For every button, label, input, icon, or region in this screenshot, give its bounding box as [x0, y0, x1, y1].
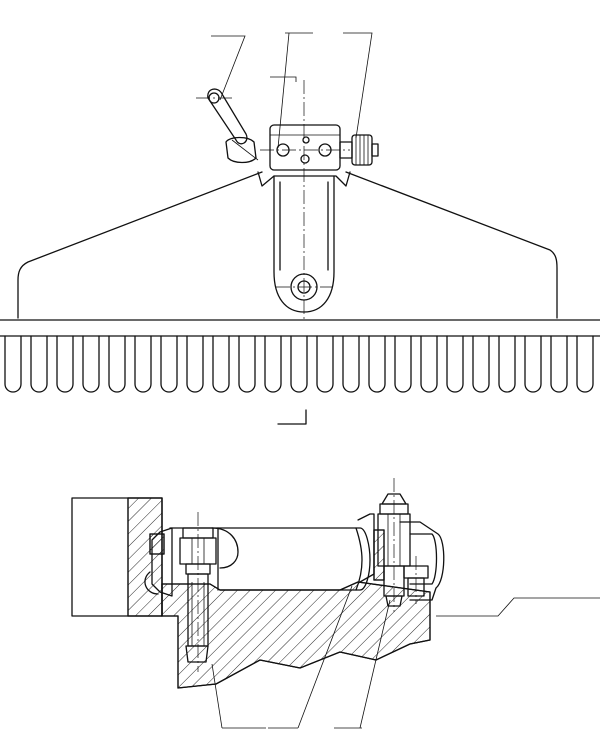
comb-tooth [134, 335, 152, 393]
comb-tooth [446, 335, 464, 393]
comb-tooth [186, 335, 204, 393]
comb-tooth [316, 335, 334, 393]
leader-lines-bottom [211, 585, 600, 729]
comb-tooth [342, 335, 360, 393]
comb-tooth [420, 335, 438, 393]
comb-tooth [290, 335, 308, 393]
comb-tooth [472, 335, 490, 393]
comb-tooth [524, 335, 542, 393]
comb-tooth [160, 335, 178, 393]
clamp-block [260, 80, 350, 320]
comb-tooth [30, 335, 48, 393]
carriage [144, 527, 371, 597]
comb-tooth [212, 335, 230, 393]
comb-teeth [4, 335, 594, 393]
comb-tooth [82, 335, 100, 393]
right-bolt [377, 478, 411, 612]
base-part-section [161, 581, 431, 689]
comb-tooth [108, 335, 126, 393]
comb-tooth [394, 335, 412, 393]
comb-tooth [56, 335, 74, 393]
comb-tooth [4, 335, 22, 393]
comb-tooth [368, 335, 386, 393]
comb-tooth [550, 335, 568, 393]
comb-tooth [498, 335, 516, 393]
cross-section-view [71, 478, 600, 729]
left-block [71, 497, 163, 617]
section-marker [277, 409, 307, 425]
comb-tooth [264, 335, 282, 393]
left-bolt [179, 512, 217, 672]
front-elevation-view [0, 32, 600, 425]
right-clamp-assembly [357, 513, 445, 604]
hanging-bracket [257, 171, 351, 313]
knurled-adjust-screw [339, 134, 379, 166]
clamp-lever [196, 88, 259, 164]
leader-lines-top [211, 32, 373, 149]
comb-tooth [238, 335, 256, 393]
comb-tooth [576, 335, 594, 393]
comb-body-outline [0, 171, 600, 337]
